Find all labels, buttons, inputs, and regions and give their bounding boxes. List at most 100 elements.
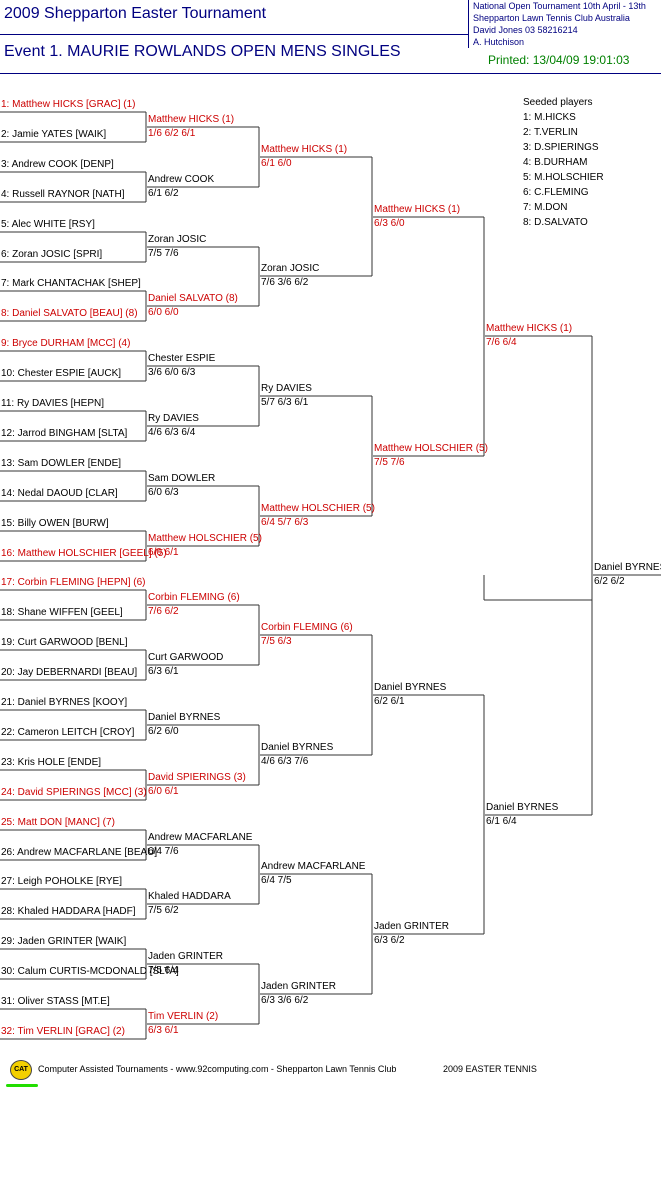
match-winner: Andrew COOK — [148, 174, 215, 185]
player-entry: 23: Kris HOLE [ENDE] — [1, 757, 102, 768]
match-score: 3/6 6/0 6/3 — [148, 367, 196, 378]
cat-logo-underline — [6, 1084, 38, 1087]
match-score: 7/6 3/6 6/2 — [261, 277, 309, 288]
player-entry: 21: Daniel BYRNES [KOOY] — [1, 697, 128, 708]
player-entry: 22: Cameron LEITCH [CROY] — [1, 727, 135, 738]
match-score: 7/5 7/6 — [374, 457, 405, 468]
player-entry: 11: Ry DAVIES [HEPN] — [1, 398, 104, 409]
seeded-player: 1: M.HICKS — [523, 112, 576, 123]
info-line-contact: David Jones 03 58216214 — [473, 25, 578, 35]
seeded-player: 5: M.HOLSCHIER — [523, 172, 604, 183]
player-entry: 16: Matthew HOLSCHIER [GEEL] (5) — [1, 548, 167, 559]
match-score: 6/2 6/1 — [374, 696, 405, 707]
player-entry: 17: Corbin FLEMING [HEPN] (6) — [1, 577, 146, 588]
player-entry: 13: Sam DOWLER [ENDE] — [1, 458, 122, 469]
info-line-event: National Open Tournament 10th April - 13… — [473, 1, 646, 11]
footer-credit: Computer Assisted Tournaments - www.92co… — [38, 1064, 397, 1074]
match-score: 6/4 7/5 — [261, 875, 292, 886]
match-winner: Daniel BYRNES — [261, 742, 334, 753]
player-entry: 18: Shane WIFFEN [GEEL] — [1, 607, 123, 618]
match-winner: Andrew MACFARLANE — [261, 861, 366, 872]
seeded-player: 4: B.DURHAM — [523, 157, 588, 168]
match-winner: David SPIERINGS (3) — [148, 772, 246, 783]
match-score: 7/6 6/4 — [486, 337, 517, 348]
match-score: 6/0 6/3 — [148, 487, 179, 498]
match-score: 6/3 3/6 6/2 — [261, 995, 309, 1006]
match-score: 7/5 6/2 — [148, 905, 179, 916]
match-score: 6/2 6/2 — [594, 576, 625, 587]
player-entry: 26: Andrew MACFARLANE [BEAU] — [1, 847, 158, 858]
match-winner: Ry DAVIES — [261, 383, 312, 394]
match-score: 7/5 6/4 — [148, 965, 179, 976]
seeded-player: 3: D.SPIERINGS — [523, 142, 599, 153]
match-score: 7/5 7/6 — [148, 248, 179, 259]
match-winner: Sam DOWLER — [148, 473, 216, 484]
player-entry: 25: Matt DON [MANC] (7) — [1, 817, 115, 828]
match-winner: Khaled HADDARA — [148, 891, 231, 902]
match-winner: Matthew HOLSCHIER (5) — [148, 533, 262, 544]
match-score: 4/6 6/3 7/6 — [261, 756, 309, 767]
player-entry: 9: Bryce DURHAM [MCC] (4) — [1, 338, 131, 349]
tournament-title: 2009 Shepparton Easter Tournament — [4, 5, 267, 22]
match-score: 6/4 5/7 6/3 — [261, 517, 309, 528]
player-entry: 20: Jay DEBERNARDI [BEAU] — [1, 667, 138, 678]
seeded-player: 7: M.DON — [523, 202, 568, 213]
match-winner: Curt GARWOOD — [148, 652, 224, 663]
match-winner: Corbin FLEMING (6) — [148, 592, 240, 603]
match-score: 6/1 6/0 — [261, 158, 292, 169]
match-winner: Daniel BYRNES — [486, 802, 559, 813]
match-score: 4/6 6/3 6/4 — [148, 427, 196, 438]
player-entry: 31: Oliver STASS [MT.E] — [1, 996, 110, 1007]
match-score: 6/3 6/1 — [148, 666, 179, 677]
match-score: 6/3 6/2 — [374, 935, 405, 946]
header-divider-bottom — [0, 73, 661, 74]
info-line-club: Shepparton Lawn Tennis Club Australia — [473, 13, 630, 23]
printed-timestamp: Printed: 13/04/09 19:01:03 — [488, 53, 630, 67]
player-entry: 19: Curt GARWOOD [BENL] — [1, 637, 128, 648]
match-winner: Jaden GRINTER — [261, 981, 337, 992]
player-entry: 3: Andrew COOK [DENP] — [1, 159, 114, 170]
seeded-players-title: Seeded players — [523, 97, 593, 108]
match-score: 5/7 6/3 6/1 — [261, 397, 309, 408]
seeded-player: 6: C.FLEMING — [523, 187, 589, 198]
match-score: 7/6 6/2 — [148, 606, 179, 617]
player-entry: 15: Billy OWEN [BURW] — [1, 518, 109, 529]
match-winner: Daniel BYRNES — [374, 682, 447, 693]
match-winner: Tim VERLIN (2) — [148, 1011, 219, 1022]
player-entry: 5: Alec WHITE [RSY] — [1, 219, 95, 230]
cat-logo: CAT — [10, 1060, 32, 1080]
player-entry: 12: Jarrod BINGHAM [SLTA] — [1, 428, 128, 439]
match-winner: Daniel BYRNES — [594, 562, 661, 573]
match-winner: Matthew HICKS (1) — [261, 144, 348, 155]
match-score: 6/4 7/6 — [148, 846, 179, 857]
player-entry: 30: Calum CURTIS-MCDONALD [SLTA] — [1, 966, 179, 977]
match-winner: Daniel BYRNES — [148, 712, 221, 723]
player-entry: 24: David SPIERINGS [MCC] (3) — [1, 787, 147, 798]
player-entry: 7: Mark CHANTACHAK [SHEP] — [1, 278, 141, 289]
info-line-referee: A. Hutchison — [473, 37, 525, 47]
footer-event: 2009 EASTER TENNIS — [443, 1064, 537, 1074]
match-winner: Zoran JOSIC — [261, 263, 320, 274]
match-score: 6/3 6/0 — [374, 218, 405, 229]
seeded-player: 2: T.VERLIN — [523, 127, 578, 138]
event-title: Event 1. MAURIE ROWLANDS OPEN MENS SINGL… — [4, 43, 401, 60]
match-winner: Chester ESPIE — [148, 353, 216, 364]
match-score: 1/6 6/2 6/1 — [148, 128, 196, 139]
match-winner: Corbin FLEMING (6) — [261, 622, 353, 633]
match-score: 6/1 6/4 — [486, 816, 517, 827]
match-score: 6/3 6/1 — [148, 1025, 179, 1036]
player-entry: 1: Matthew HICKS [GRAC] (1) — [1, 99, 136, 110]
player-entry: 8: Daniel SALVATO [BEAU] (8) — [1, 308, 138, 319]
player-entry: 2: Jamie YATES [WAIK] — [1, 129, 107, 140]
match-winner: Matthew HOLSCHIER (5) — [374, 443, 488, 454]
match-score: 6/0 6/0 — [148, 307, 179, 318]
seeded-players-list: Seeded players 1: M.HICKS 2: T.VERLIN 3:… — [523, 95, 604, 230]
seeded-player: 8: D.SALVATO — [523, 217, 588, 228]
match-score: 7/5 6/3 — [261, 636, 292, 647]
match-winner: Daniel SALVATO (8) — [148, 293, 238, 304]
match-winner: Jaden GRINTER — [374, 921, 450, 932]
player-entry: 14: Nedal DAOUD [CLAR] — [1, 488, 118, 499]
match-winner: Matthew HICKS (1) — [486, 323, 573, 334]
header-divider-top — [0, 34, 468, 35]
player-entry: 28: Khaled HADDARA [HADF] — [1, 906, 136, 917]
